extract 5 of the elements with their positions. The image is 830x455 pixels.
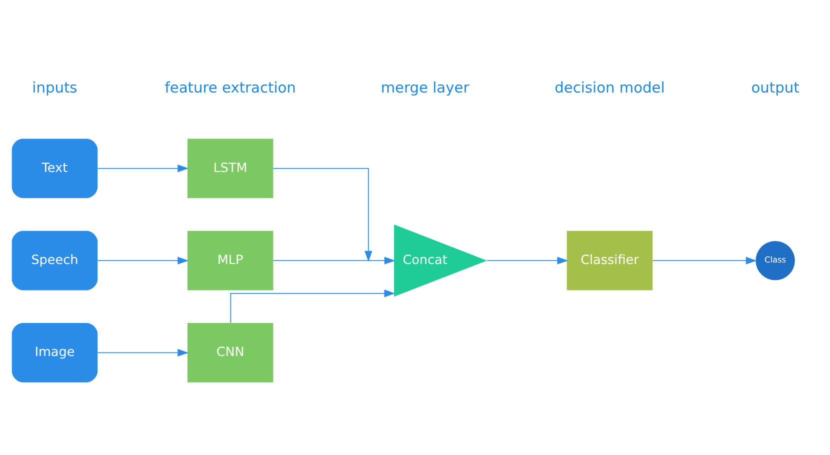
label: output bbox=[751, 80, 800, 97]
label: feature extraction bbox=[164, 80, 296, 97]
label: merge layer bbox=[380, 80, 470, 97]
label: inputs bbox=[32, 80, 78, 97]
label: decision model bbox=[554, 80, 665, 97]
